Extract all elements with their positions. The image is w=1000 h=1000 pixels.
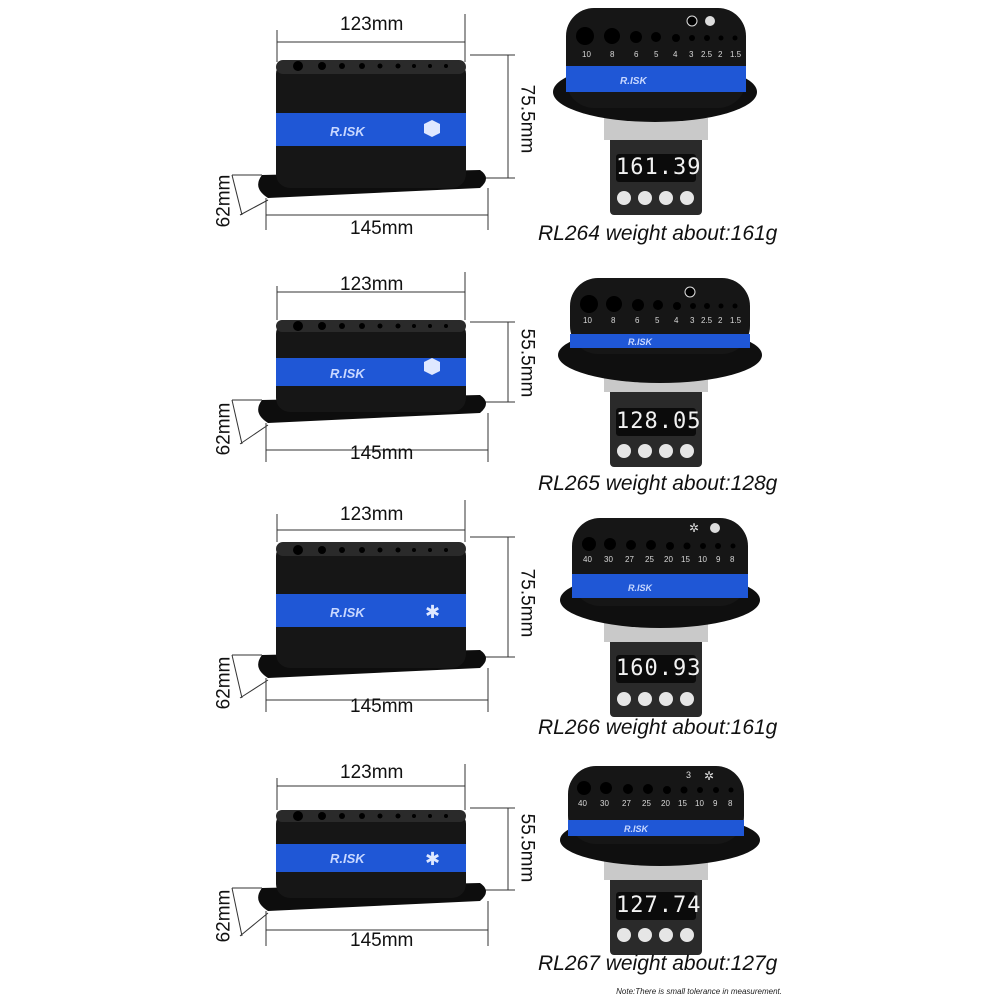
- dimension-height: 75.5mm: [516, 568, 538, 638]
- hole-labels: 40 30 27 25 20 15 10 9 8 3 ✲: [577, 769, 734, 808]
- svg-text:4: 4: [673, 50, 678, 59]
- dimension-width-base: 145mm: [350, 930, 414, 951]
- dimension-height: 55.5mm: [516, 813, 538, 883]
- weight-caption: RL265 weight about:128g: [538, 472, 778, 495]
- svg-text:15: 15: [678, 799, 687, 808]
- svg-text:8: 8: [611, 316, 616, 325]
- svg-text:1.5: 1.5: [730, 316, 742, 325]
- product-row-rl264: R.ISK R.ISK 10 8 6 5 4 3 2.5 2 1.5: [0, 0, 1000, 250]
- svg-text:R.ISK: R.ISK: [628, 337, 654, 347]
- svg-text:3: 3: [686, 770, 691, 780]
- svg-text:R.ISK: R.ISK: [330, 605, 366, 620]
- product-row-rl267: R.ISK ✱ R.ISK 40 30 27 25 20 15 10 9 8 3 ✲ 123m…: [0, 750, 1000, 1000]
- dimension-height: 55.5mm: [516, 328, 538, 398]
- weight-caption: RL264 weight about:161g: [538, 222, 778, 245]
- svg-text:2: 2: [718, 50, 723, 59]
- dimension-width-top: 123mm: [340, 14, 404, 35]
- torx-icon: ✱: [425, 849, 440, 869]
- holder-illustration: R.ISK R.ISK 10 8 6 5 4 3 2.5 2 1.5: [231, 272, 762, 467]
- svg-text:27: 27: [622, 799, 631, 808]
- svg-text:R.ISK: R.ISK: [620, 76, 647, 87]
- dimension-width-base: 145mm: [350, 696, 414, 717]
- tolerance-note: Note:There is small tolerance in measure…: [616, 987, 782, 996]
- dimension-width-top: 123mm: [340, 274, 404, 295]
- dimension-depth: 62mm: [213, 174, 235, 228]
- dimension-depth: 62mm: [213, 402, 235, 456]
- weight-caption: RL267 weight about:127g: [538, 952, 778, 975]
- svg-text:30: 30: [604, 555, 613, 564]
- svg-text:40: 40: [583, 555, 592, 564]
- svg-text:2.5: 2.5: [701, 316, 713, 325]
- svg-text:R.ISK: R.ISK: [330, 851, 366, 866]
- svg-text:6: 6: [634, 50, 639, 59]
- dimension-width-top: 123mm: [340, 762, 404, 783]
- dimension-depth: 62mm: [213, 889, 235, 943]
- svg-text:10: 10: [698, 555, 707, 564]
- svg-text:15: 15: [681, 555, 690, 564]
- svg-text:5: 5: [654, 50, 659, 59]
- svg-text:30: 30: [600, 799, 609, 808]
- svg-text:10: 10: [582, 50, 591, 59]
- holder-illustration: R.ISK ✱ R.ISK 40 30 27 25 20 15 10 9 8 3 ✲: [231, 764, 760, 955]
- svg-text:25: 25: [645, 555, 654, 564]
- svg-text:8: 8: [610, 50, 615, 59]
- svg-text:✲: ✲: [689, 521, 699, 535]
- scale-display: 160.93: [616, 655, 702, 683]
- hole-labels: 10 8 6 5 4 3 2.5 2 1.5: [580, 286, 742, 325]
- svg-text:R.ISK: R.ISK: [330, 366, 366, 381]
- svg-text:40: 40: [578, 799, 587, 808]
- scale-display: 161.39: [616, 154, 702, 182]
- svg-text:4: 4: [674, 316, 679, 325]
- dimension-depth: 62mm: [213, 656, 235, 710]
- svg-text:9: 9: [716, 555, 721, 564]
- scale-display: 127.74: [616, 892, 702, 920]
- svg-text:R.ISK: R.ISK: [628, 583, 654, 593]
- svg-text:27: 27: [625, 555, 634, 564]
- svg-text:1.5: 1.5: [730, 50, 742, 59]
- hex-icon: [424, 358, 440, 375]
- svg-text:2: 2: [718, 316, 723, 325]
- svg-text:3: 3: [690, 316, 695, 325]
- svg-text:10: 10: [583, 316, 592, 325]
- svg-text:20: 20: [661, 799, 670, 808]
- svg-text:✲: ✲: [704, 769, 714, 783]
- hex-icon: [424, 120, 440, 137]
- svg-text:2.5: 2.5: [701, 50, 713, 59]
- product-row-rl265: R.ISK R.ISK 10 8 6 5 4 3 2.5 2 1.5 123mm 55.5m…: [0, 250, 1000, 500]
- svg-text:5: 5: [655, 316, 660, 325]
- hole-labels: 10 8 6 5 4 3 2.5 2 1.5: [576, 15, 742, 59]
- brand-logo: R.ISK: [330, 124, 366, 139]
- svg-text:10: 10: [695, 799, 704, 808]
- svg-text:9: 9: [713, 799, 718, 808]
- dimension-width-base: 145mm: [350, 218, 414, 239]
- svg-text:6: 6: [635, 316, 640, 325]
- dimension-height: 75.5mm: [516, 84, 538, 154]
- svg-text:R.ISK: R.ISK: [624, 824, 650, 834]
- dimension-width-base: 145mm: [350, 443, 414, 464]
- svg-text:20: 20: [664, 555, 673, 564]
- dimension-width-top: 123mm: [340, 504, 404, 525]
- svg-text:8: 8: [728, 799, 733, 808]
- holder-illustration: R.ISK R.ISK 10 8 6 5 4 3 2.5 2 1.5: [231, 8, 757, 230]
- scale-display: 128.05: [616, 408, 702, 436]
- weight-caption: RL266 weight about:161g: [538, 716, 778, 739]
- svg-text:8: 8: [730, 555, 735, 564]
- svg-text:3: 3: [689, 50, 694, 59]
- svg-text:25: 25: [642, 799, 651, 808]
- torx-icon: ✱: [425, 602, 440, 622]
